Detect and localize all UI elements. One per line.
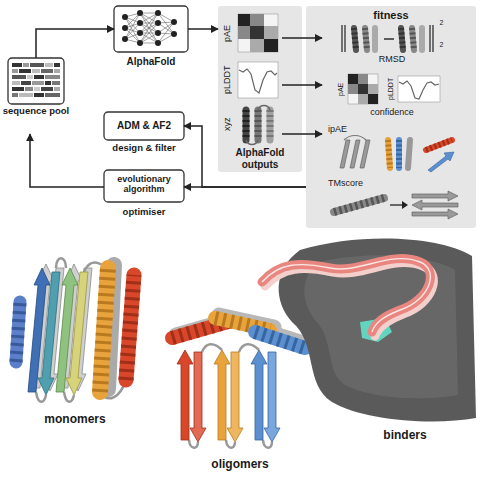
output-item: pLDDT [222,60,282,100]
node-text: design & filter [104,143,184,154]
pool-node: sequence pool [0,58,72,134]
node-text: xyz [222,104,235,144]
node-text: TMscore [328,178,398,188]
node-text: RMSD [322,54,462,64]
fitness-item: TMscore [322,178,462,226]
flow-arrow [30,134,104,187]
stage-box-outlines [104,112,184,202]
fitness-panel: fitnessRMSD confidence ipAE TMscore [306,6,476,228]
flow-arrow [282,133,322,135]
node-text: ADM & AF2 [104,120,184,132]
node-text: AlphaFold outputs [218,147,302,170]
fitness-item: confidence [322,70,462,120]
panel-label: monomers [20,413,130,427]
neural-network-icon [114,6,188,52]
xyz-structure-thumbnail [246,106,270,145]
tmscore-icon [334,191,458,219]
outputs-panel: AlphaFold outputs pAE pLDDT xyz [218,6,302,172]
output-item: xyz [222,104,282,144]
sequence-pool-icon [8,58,64,104]
flow-arrow [188,28,218,30]
process-box: evolutionary algorithm optimiser [104,170,184,226]
flow-arrow [282,37,322,39]
pae-matrix-thumbnail [238,14,278,52]
process-box: ADM & AF2 design & filter [104,112,184,162]
flow-arrow [184,126,306,187]
ipae-complex-icons [340,136,454,173]
plddt-plot-thumbnail [238,62,278,98]
flow-arrow [282,84,322,86]
node-text: optimiser [104,207,184,218]
flow-arrow [36,29,114,58]
node-text: pLDDT [222,60,235,100]
oligomer-structure [172,315,309,448]
node-text: pAE [222,12,235,54]
flow-arrow [184,186,306,188]
model-node: AlphaFold [114,6,188,72]
node-text: ipAE [328,124,388,134]
binder-structure [262,239,476,422]
node-text: fitness [306,9,476,22]
node-text: confidence [322,107,462,117]
node-text: sequence pool [0,106,72,117]
fitness-item: RMSD [322,22,462,68]
node-text: evolutionary algorithm [104,174,184,195]
fitness-item: ipAE [322,124,462,174]
node-text: AlphaFold [114,56,188,68]
output-item: pAE [222,12,282,54]
panel-label: oligomers [185,458,295,472]
panel-label: binders [355,429,455,443]
confidence-icon [348,74,440,104]
monomer-structure [16,258,134,402]
rmsd-formula-icon [342,25,433,52]
